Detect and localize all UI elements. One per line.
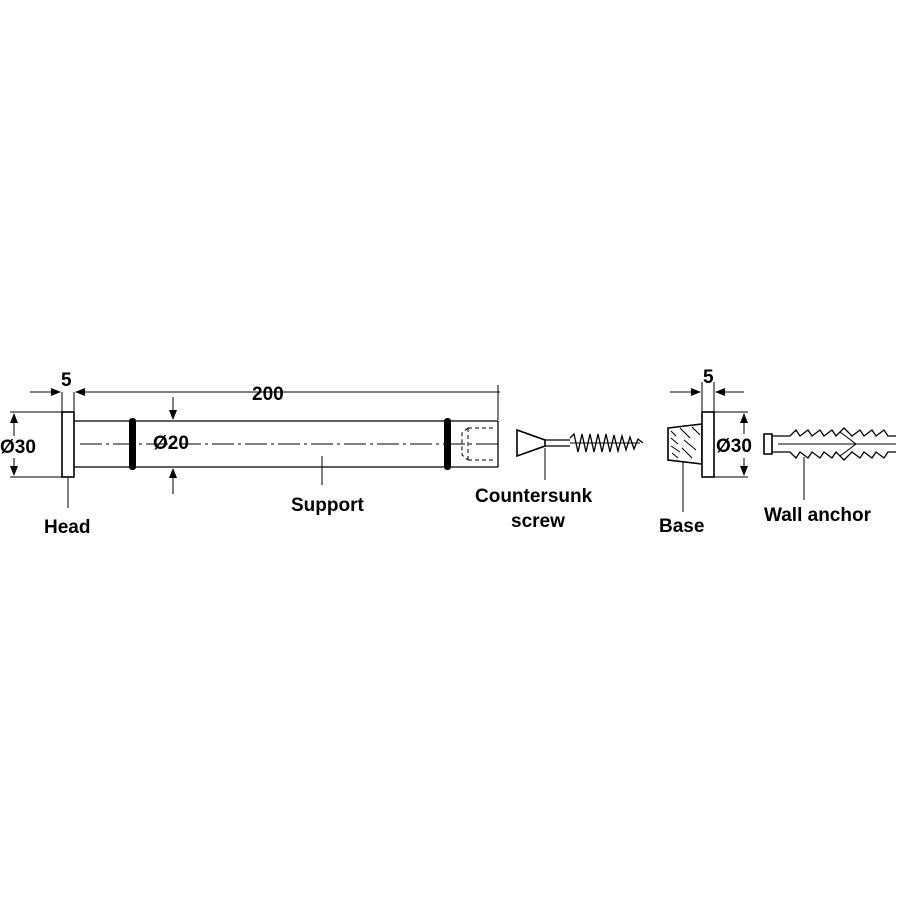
dim-base-diameter xyxy=(714,411,748,478)
base-part xyxy=(667,411,715,478)
dim-base-thickness xyxy=(670,382,744,412)
support-length-label: 200 xyxy=(252,384,284,405)
base-label: Base xyxy=(659,516,704,537)
head-thickness-label: 5 xyxy=(61,370,72,391)
screw-label-line2: screw xyxy=(511,511,565,532)
support-diameter-label: Ø20 xyxy=(153,433,189,454)
hidden-bore xyxy=(461,427,496,461)
head-diameter-label: Ø30 xyxy=(0,437,36,458)
dim-head-diameter xyxy=(10,411,62,478)
head-part xyxy=(61,411,75,478)
screw-label-line1: Countersunk xyxy=(475,486,593,507)
base-thickness-label: 5 xyxy=(703,367,714,388)
wall-anchor-label: Wall anchor xyxy=(764,505,872,526)
countersunk-screw-part xyxy=(516,428,644,458)
support-label: Support xyxy=(291,495,364,516)
base-diameter-label: Ø30 xyxy=(716,436,752,457)
wall-anchor-part xyxy=(763,427,896,461)
dim-head-thickness xyxy=(30,385,500,420)
head-label: Head xyxy=(44,517,90,538)
